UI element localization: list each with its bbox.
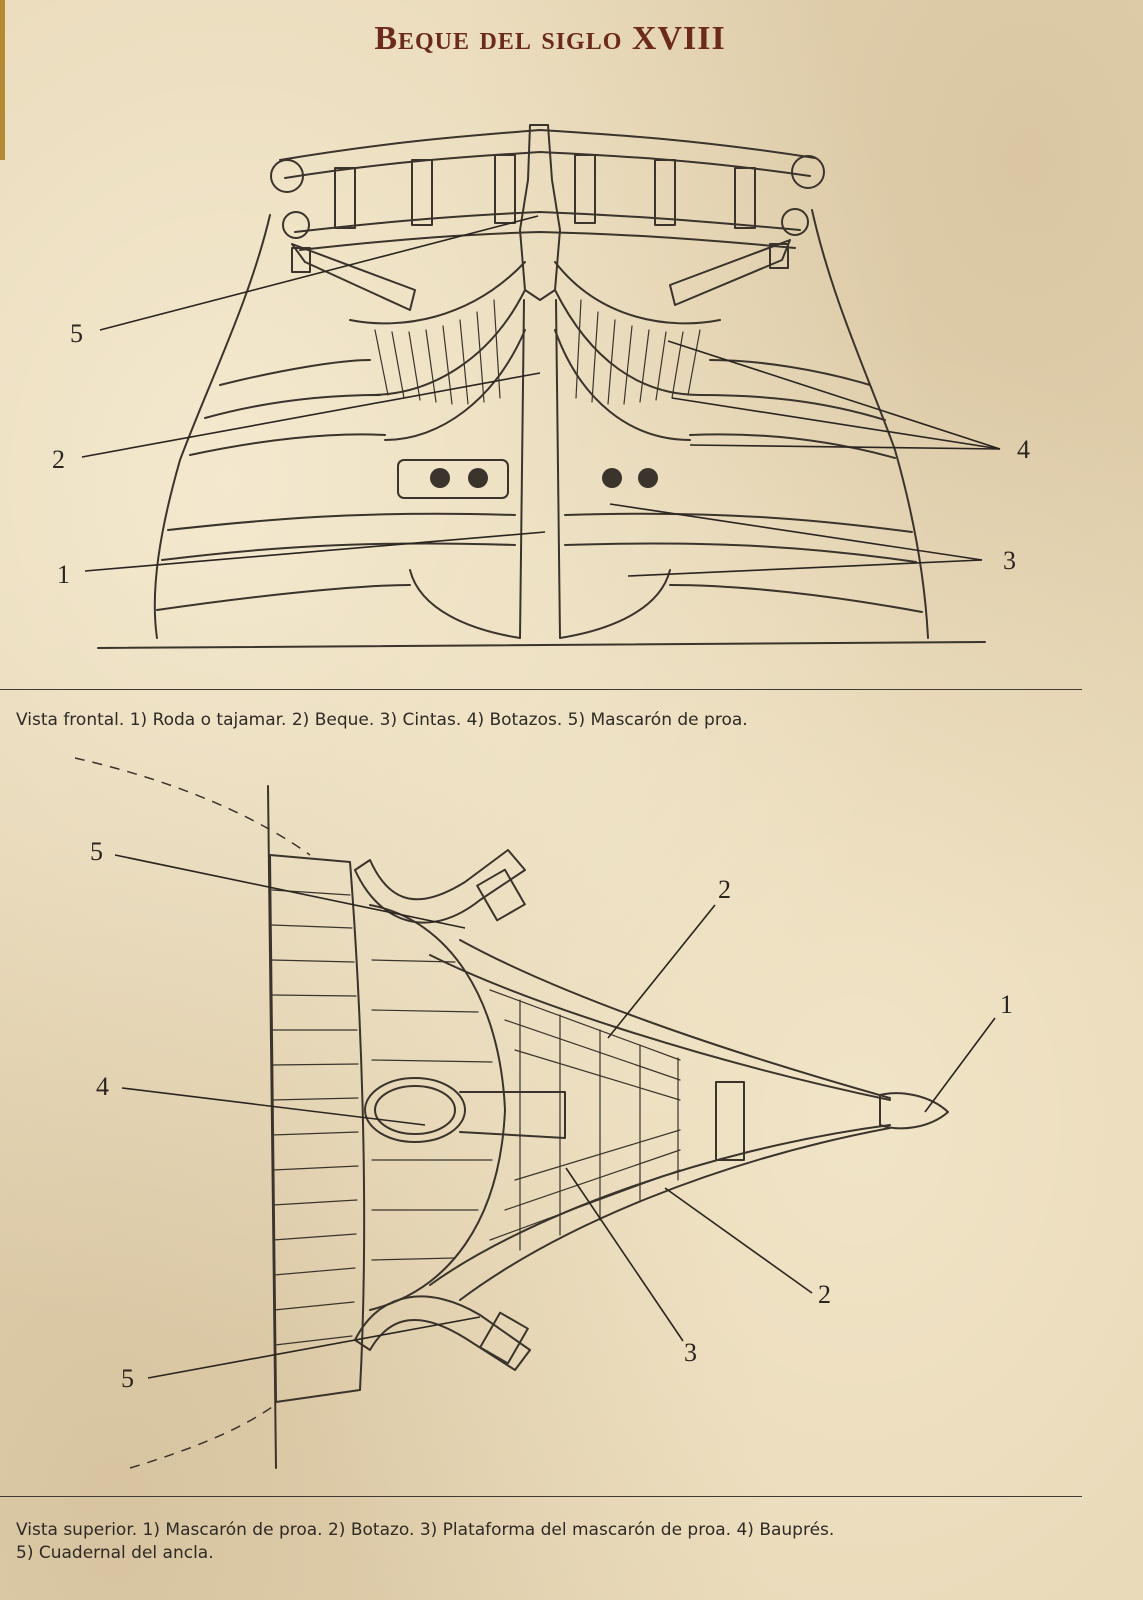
anchor-block-bottom	[354, 1295, 531, 1371]
figurehead-top	[879, 1092, 949, 1130]
head-rail-left-3	[384, 329, 526, 441]
scroll-left	[270, 159, 304, 193]
bowsprit	[459, 1091, 566, 1139]
head-grating	[374, 299, 701, 405]
bow-face	[269, 854, 366, 1403]
anchor-box-top	[476, 868, 526, 922]
callout-5: 5	[70, 319, 83, 348]
front-leaders	[81, 215, 1001, 577]
callout-5-top: 5	[90, 837, 103, 866]
cathead-left	[291, 243, 416, 311]
hawse-holes	[397, 459, 658, 499]
callout-4-top: 4	[96, 1072, 109, 1101]
callout-1-top: 1	[1000, 990, 1013, 1019]
top-view-diagram: 5 2 1 4 2 3 5	[74, 757, 1013, 1469]
bowsprit-collar	[364, 1077, 466, 1143]
cathead-box-right	[769, 243, 789, 269]
wales	[156, 359, 923, 613]
head-platform-edge	[369, 904, 506, 1311]
callout-5-bottom: 5	[121, 1364, 134, 1393]
scroll-right	[791, 155, 825, 189]
callout-1: 1	[57, 560, 70, 589]
cutwater-right	[559, 569, 671, 639]
deck-rail-lower	[299, 231, 796, 251]
top-rail-lower	[284, 151, 811, 179]
hull-outline	[153, 214, 271, 639]
head-rail-left-2	[369, 289, 526, 396]
top-caption-line2: 5) Cuadernal del ancla.	[16, 1543, 214, 1563]
scroll-left-lower	[282, 211, 310, 239]
top-caption-rule	[0, 1496, 1082, 1497]
callout-3: 3	[1003, 546, 1016, 575]
top-view-caption: Vista superior. 1) Mascarón de proa. 2) …	[16, 1519, 1086, 1565]
top-leaders	[114, 854, 996, 1379]
front-caption-rule	[0, 689, 1082, 690]
top-rail	[279, 129, 816, 161]
figurehead	[519, 124, 561, 301]
head-rail-right-3	[554, 329, 691, 441]
stem-right	[555, 299, 561, 639]
head-rail-bottom	[429, 1124, 891, 1286]
head-rail-bottom-inner	[459, 1127, 891, 1301]
cutwater	[409, 569, 521, 639]
page-title: Beque del siglo XVIII	[374, 20, 726, 57]
head-rail-top	[429, 954, 891, 1101]
front-view-caption: Vista frontal. 1) Roda o tajamar. 2) Beq…	[16, 710, 748, 730]
top-caption-line1: Vista superior. 1) Mascarón de proa. 2) …	[16, 1520, 835, 1540]
planking	[271, 889, 359, 1346]
callout-2-bottom: 2	[818, 1280, 831, 1309]
scroll-right-lower	[781, 208, 809, 236]
cathead-box-left	[291, 247, 311, 273]
head-block	[715, 1081, 745, 1161]
cathead-right	[669, 239, 791, 306]
callout-3-top: 3	[684, 1338, 697, 1367]
anchor-block-top	[354, 849, 526, 924]
stem	[519, 299, 525, 639]
inner-planking	[371, 959, 493, 1261]
platform-grating	[489, 989, 681, 1251]
waterline	[97, 641, 986, 649]
hull-outline-right	[811, 209, 929, 639]
hull-dashed-top	[74, 757, 311, 856]
callout-2: 2	[52, 445, 65, 474]
head-rail-right-2	[554, 289, 701, 396]
rail-stanchions	[334, 154, 756, 229]
head-rail-left	[349, 261, 526, 325]
head-rail-right	[554, 261, 721, 325]
hull-dashed-bottom	[129, 1404, 276, 1469]
front-view-diagram: 5 2 1 4 3	[52, 124, 1030, 649]
callout-2-top: 2	[718, 875, 731, 904]
page-edge-tab	[0, 0, 5, 160]
head-rail-top-inner	[459, 939, 891, 1099]
bowsprit-collar-inner	[374, 1085, 456, 1135]
callout-4: 4	[1017, 435, 1030, 464]
deck-rail	[294, 211, 801, 233]
anchor-box-bottom	[479, 1311, 529, 1365]
